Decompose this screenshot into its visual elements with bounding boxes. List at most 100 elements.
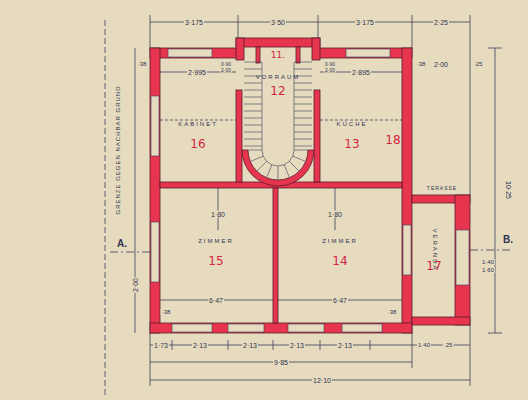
dimension-label: 2·00 [324, 68, 336, 73]
room-number: 11. [271, 50, 285, 60]
plan-stroke [470, 15, 471, 195]
plan-stroke [294, 125, 312, 126]
plan-stroke [244, 125, 262, 126]
stair-steps [244, 62, 312, 180]
plan-stroke [403, 225, 411, 275]
room-number: 17 [426, 259, 441, 273]
plan-stroke [244, 83, 262, 84]
plan-stroke [470, 250, 510, 251]
room: 11. [262, 48, 294, 62]
dimension-label: 2·00 [132, 277, 139, 293]
plan-stroke [488, 48, 502, 49]
plan-stroke [236, 38, 320, 47]
plan-stroke [150, 48, 160, 333]
plan-stroke [455, 195, 470, 325]
plan-stroke [294, 132, 312, 133]
dimension-label: 1·60 [481, 267, 495, 273]
dimension-label: GRENZE GEGEN NACHBAR GRUND [115, 84, 121, 215]
room-number: 16 [190, 137, 205, 151]
dimension-label: 1·80 [327, 211, 343, 218]
plan-stroke [294, 62, 312, 63]
plan-stroke [370, 340, 371, 350]
plan-stroke [172, 340, 173, 350]
room: KABINET 16 [162, 92, 234, 180]
room: ZIMMER14 [280, 205, 400, 300]
plan-stroke [244, 104, 262, 105]
plan-stroke [242, 150, 314, 186]
plan-stroke [320, 120, 402, 121]
plan-stroke [244, 139, 262, 140]
room-number: 18 [385, 133, 400, 147]
plan-stroke [244, 90, 262, 91]
plan-stroke [294, 139, 312, 140]
plan-stroke [267, 165, 272, 178]
plan-stroke [488, 333, 502, 334]
plan-stroke [456, 230, 469, 285]
plan-stroke [273, 340, 274, 350]
plan-stroke [320, 340, 321, 350]
dimension-label: 1·40 [417, 342, 431, 348]
plan-stroke [110, 252, 150, 253]
plan-stroke [160, 120, 236, 121]
room: KÜCHE13 [322, 92, 382, 180]
plan-stroke [228, 340, 229, 350]
plan-stroke [412, 15, 413, 48]
dimension-label: 2·13 [337, 342, 353, 349]
room-name: ZIMMER [322, 238, 358, 244]
plan-stroke [168, 49, 212, 57]
room-name: KABINET [178, 121, 218, 127]
dimension-label: ·25 [443, 342, 454, 348]
dimension-label: 2·13 [242, 342, 258, 349]
plan-stroke [244, 118, 262, 119]
room-name: ZIMMER [198, 238, 234, 244]
room-name: VORRAUM [256, 74, 301, 80]
plan-stroke [288, 324, 324, 332]
dimension-label: 0·90 [324, 62, 336, 67]
plan-stroke [294, 83, 312, 84]
plan-stroke [151, 222, 159, 282]
plan-stroke [335, 188, 336, 230]
plan-stroke [244, 62, 262, 63]
dimension-label: ·38 [387, 309, 398, 315]
plan-stroke [262, 150, 294, 166]
plan-stroke [273, 188, 278, 323]
dimension-label: 2·25 [433, 19, 449, 26]
plan-stroke [256, 47, 260, 63]
plan-stroke [218, 188, 219, 230]
plan-stroke [346, 49, 390, 57]
plan-stroke [236, 38, 244, 60]
plan-stroke [278, 166, 279, 180]
plan-stroke [150, 333, 151, 386]
plan-stroke [495, 48, 496, 333]
plan-stroke [244, 132, 262, 133]
dimension-label: 6·47 [208, 297, 224, 304]
plan-stroke [172, 324, 212, 332]
plan-stroke [294, 150, 308, 151]
dimension-label: 2·13 [289, 342, 305, 349]
plan-stroke [294, 90, 312, 91]
plan-stroke [294, 118, 312, 119]
plan-stroke [294, 111, 312, 112]
plan-stroke [236, 90, 242, 182]
dimension-label: ·38 [416, 61, 427, 67]
room-number: 15 [208, 254, 223, 268]
plan-stroke [314, 90, 320, 182]
plan-stroke [150, 15, 151, 48]
dimension-label: 3·175 [184, 19, 204, 26]
plan-stroke [312, 38, 320, 60]
plan-stroke [294, 104, 312, 105]
plan-stroke [250, 156, 263, 161]
plan-stroke [244, 146, 262, 147]
plan-stroke [470, 325, 471, 386]
plan-stroke [248, 150, 262, 151]
room-number: 13 [344, 137, 359, 151]
dimension-lines [105, 15, 510, 395]
room: ZIMMER 15 [162, 205, 270, 300]
plan-stroke [318, 48, 412, 58]
plan-stroke [294, 97, 312, 98]
plan-stroke [150, 323, 412, 333]
plan-stroke [294, 69, 312, 70]
dimension-label: 3·50 [270, 19, 286, 26]
dimension-label: ·25 [473, 61, 484, 67]
dimension-label: 2·895 [351, 69, 371, 76]
